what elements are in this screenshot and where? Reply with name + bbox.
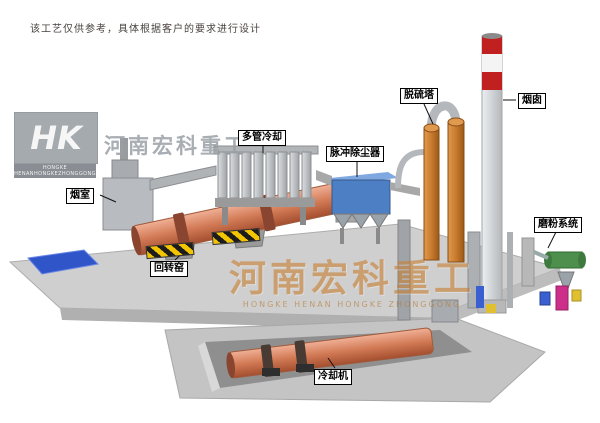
watermark-company-name-left: 河南宏科重工 [104, 134, 248, 158]
desulfurization-towers-graphic [395, 101, 481, 309]
label-pulse-dust-collector: 脉冲除尘器 [326, 146, 384, 162]
pulse-dust-collector-graphic [330, 172, 420, 321]
watermark-logo-block: HK HONGKE HENANHONGKEZHONGGONG [14, 112, 98, 178]
label-multi-tube-cooler: 多管冷却 [238, 130, 286, 146]
multi-tube-cooler-graphic [213, 145, 332, 225]
label-grinding-system: 磨粉系统 [534, 217, 582, 233]
disclaimer-note: 该工艺仅供参考，具体根据客户的要求进行设计 [30, 24, 261, 35]
label-desulfurization-tower: 脱硫塔 [400, 88, 438, 104]
label-cooling-machine: 冷却机 [314, 369, 352, 385]
company-logo-subtext: HONGKE HENANHONGKEZHONGGONG [14, 164, 96, 178]
chimney-graphic [477, 33, 507, 314]
label-rotary-kiln: 回转窑 [150, 261, 188, 277]
water-pool [27, 249, 100, 275]
company-logo: HK [14, 112, 98, 164]
label-chimney: 烟囱 [518, 93, 546, 109]
grinding-system-graphic [507, 232, 586, 311]
cooling-machine-stand [296, 364, 314, 372]
cooling-machine-stand [262, 368, 280, 376]
label-smoke-chamber: 烟室 [66, 188, 94, 204]
pit-side-equipment [431, 286, 496, 323]
smoke-chamber-unit [102, 138, 217, 231]
